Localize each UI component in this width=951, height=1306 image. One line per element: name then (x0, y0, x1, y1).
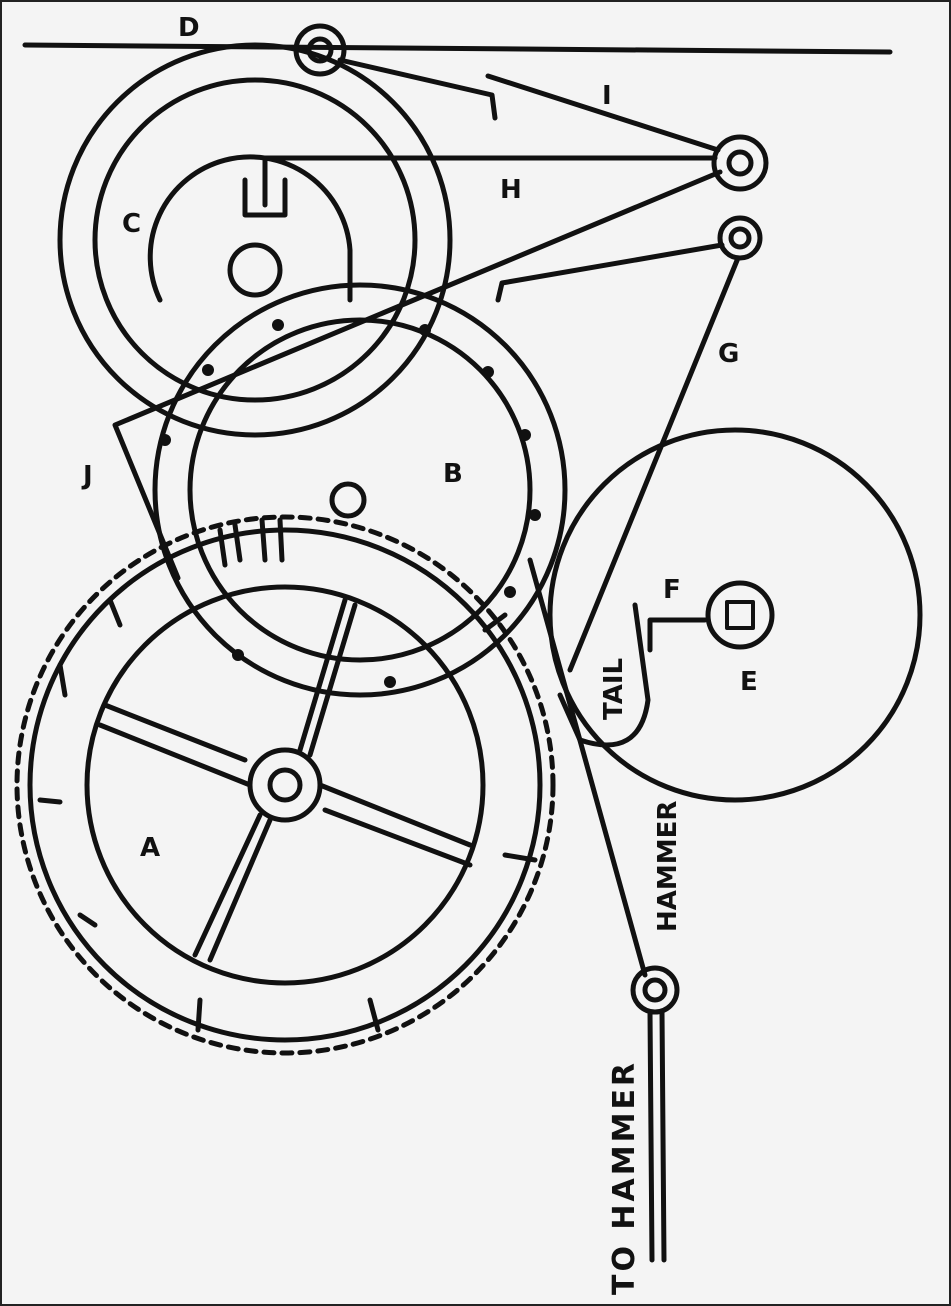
label-tail: TAIL (599, 658, 629, 720)
label-j: J (81, 461, 93, 491)
lever-g (567, 255, 741, 673)
label-b: B (443, 459, 463, 489)
label-hammer: HAMMER (653, 801, 683, 932)
pivot-g (717, 215, 763, 261)
wheel-c (57, 42, 453, 438)
lever-j (112, 169, 723, 581)
hammer-rod (647, 1009, 667, 1263)
lever-g-arm (495, 242, 725, 303)
label-c: C (122, 209, 141, 239)
lever-h (262, 155, 718, 208)
lever-i (485, 73, 721, 153)
label-a: A (140, 833, 160, 863)
wheel-a (14, 514, 556, 1056)
rail-d (22, 42, 893, 55)
label-h: H (500, 175, 522, 205)
lever-top (337, 57, 498, 121)
pin-f (647, 617, 708, 653)
label-d: D (178, 13, 200, 43)
tail (557, 602, 651, 748)
hammer-arm (527, 557, 648, 978)
label-g: G (718, 339, 739, 369)
label-f: F (663, 575, 681, 605)
pivot-hammer (630, 965, 680, 1015)
label-i: I (602, 81, 612, 111)
pivot-right (711, 134, 769, 192)
label-e: E (740, 667, 758, 697)
label-to-hammer: TO HAMMER (607, 1060, 642, 1295)
disc-e (547, 427, 923, 803)
pivot-top (293, 23, 347, 77)
